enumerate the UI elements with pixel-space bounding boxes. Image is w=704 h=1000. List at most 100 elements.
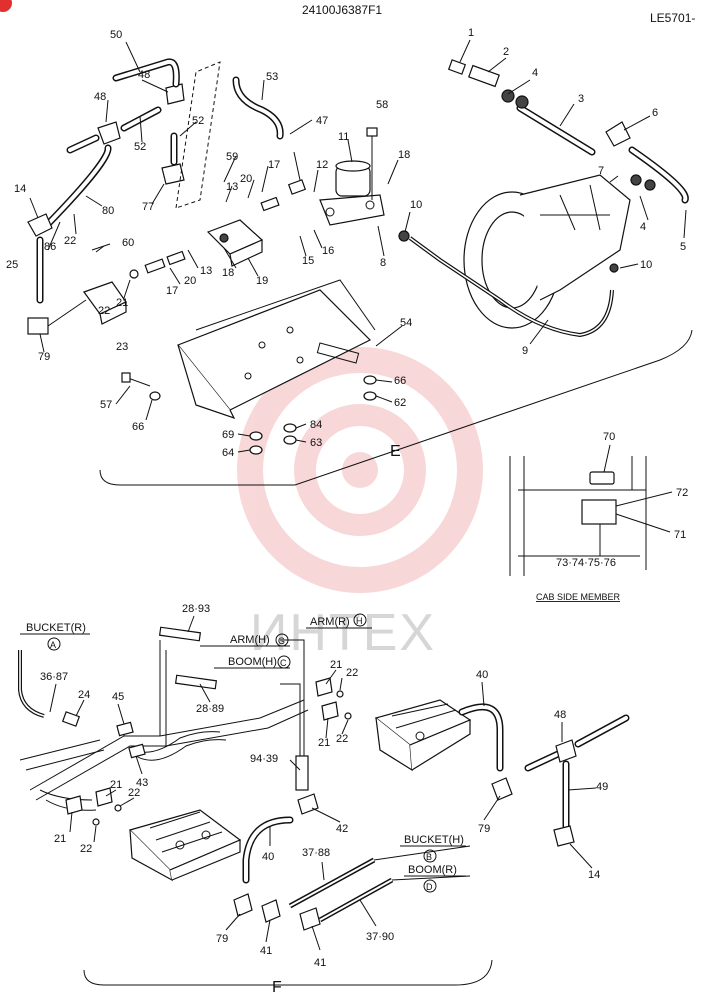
- svg-text:28·89: 28·89: [196, 703, 224, 715]
- svg-text:1: 1: [468, 27, 474, 39]
- svg-text:14: 14: [588, 869, 600, 881]
- svg-text:41: 41: [314, 957, 326, 969]
- svg-text:18: 18: [398, 149, 410, 161]
- tees-lower-right: [524, 714, 630, 847]
- svg-text:8: 8: [380, 257, 386, 269]
- svg-text:5: 5: [680, 241, 686, 253]
- valve-block-19: [206, 219, 264, 267]
- watermark-logo: [237, 347, 483, 593]
- bolt-58-head: [366, 127, 378, 137]
- svg-text:18: 18: [222, 267, 234, 279]
- svg-text:40: 40: [476, 669, 488, 681]
- svg-text:25: 25: [6, 259, 18, 271]
- svg-text:2: 2: [503, 46, 509, 58]
- svg-text:63: 63: [310, 437, 322, 449]
- part-number: 24100J6387F1: [302, 3, 382, 17]
- control-valve-left: [128, 809, 242, 882]
- section-f-bracket: [83, 959, 493, 986]
- svg-text:22: 22: [80, 843, 92, 855]
- svg-text:22: 22: [336, 733, 348, 745]
- svg-text:20: 20: [184, 275, 196, 287]
- svg-text:58: 58: [376, 99, 388, 111]
- svg-text:BOOM(H): BOOM(H): [228, 656, 277, 668]
- svg-text:17: 17: [268, 159, 280, 171]
- svg-text:11: 11: [338, 131, 349, 143]
- svg-text:C: C: [280, 658, 287, 668]
- pipes-28: [158, 626, 309, 791]
- hose-5: [605, 121, 689, 204]
- svg-text:52: 52: [134, 141, 146, 153]
- nuts-upper: [149, 375, 377, 455]
- svg-text:3: 3: [578, 93, 584, 105]
- fitting-10a: [398, 230, 410, 242]
- svg-text:72: 72: [676, 487, 688, 499]
- svg-text:45: 45: [112, 691, 124, 703]
- svg-text:4: 4: [532, 67, 538, 79]
- svg-text:17: 17: [166, 285, 178, 297]
- svg-text:37·90: 37·90: [366, 931, 394, 943]
- watermark-text: ИНТЕХ: [250, 604, 436, 662]
- bolt-57: [127, 377, 151, 387]
- bolt-57-head: [121, 372, 131, 383]
- svg-text:84: 84: [310, 419, 322, 431]
- hose-40-left: [233, 816, 294, 923]
- fitting-10b: [609, 263, 619, 273]
- fittings-17-21: [129, 179, 307, 279]
- svg-text:BUCKET(R): BUCKET(R): [26, 622, 86, 634]
- svg-text:52: 52: [192, 115, 204, 127]
- dashed-frame: [175, 61, 221, 209]
- svg-text:50: 50: [110, 29, 122, 41]
- svg-text:41: 41: [260, 945, 272, 957]
- hose-9-inner: [409, 237, 613, 336]
- hose-80: [27, 144, 112, 237]
- port-labels: BUCKET(R) A ARM(H) G BOOM(H) C ARM(R) H …: [20, 613, 466, 893]
- svg-text:42: 42: [336, 823, 348, 835]
- svg-text:H: H: [356, 616, 363, 626]
- svg-text:ARM(H): ARM(H): [230, 634, 270, 646]
- lower-labels: 28·93 28·89 36·87 24 45 21 22 43 21 22 2…: [40, 603, 608, 969]
- svg-text:21: 21: [318, 737, 330, 749]
- svg-text:66: 66: [394, 375, 406, 387]
- svg-text:G: G: [278, 636, 285, 646]
- corner-marker-icon: [0, 0, 12, 12]
- svg-text:19: 19: [256, 275, 268, 287]
- svg-text:6: 6: [652, 107, 658, 119]
- valve-23: [27, 281, 127, 335]
- svg-text:64: 64: [222, 447, 234, 459]
- svg-text:7: 7: [598, 165, 604, 177]
- svg-text:28·93: 28·93: [182, 603, 210, 615]
- section-f-label: F: [272, 979, 282, 996]
- svg-text:21: 21: [330, 659, 342, 671]
- section-e-bracket: [99, 329, 693, 486]
- hose-40-right: [458, 703, 513, 801]
- svg-text:22: 22: [346, 667, 358, 679]
- svg-text:D: D: [426, 882, 433, 892]
- svg-text:12: 12: [316, 159, 328, 171]
- svg-text:16: 16: [322, 245, 334, 257]
- hose-3: [516, 104, 596, 156]
- svg-text:48: 48: [94, 91, 106, 103]
- svg-text:23: 23: [116, 341, 128, 353]
- svg-text:79: 79: [216, 933, 228, 945]
- svg-text:53: 53: [266, 71, 278, 83]
- svg-text:94·39: 94·39: [250, 753, 278, 765]
- svg-text:80: 80: [102, 205, 114, 217]
- svg-text:49: 49: [596, 781, 608, 793]
- svg-text:86: 86: [44, 241, 56, 253]
- svg-text:59: 59: [226, 151, 238, 163]
- svg-text:79: 79: [38, 351, 50, 363]
- svg-text:47: 47: [316, 115, 328, 127]
- svg-text:77: 77: [142, 201, 154, 213]
- svg-text:62: 62: [394, 397, 406, 409]
- svg-text:66: 66: [132, 421, 144, 433]
- svg-text:ARM(R): ARM(R): [310, 616, 350, 628]
- svg-text:22: 22: [128, 787, 140, 799]
- svg-text:22: 22: [98, 305, 110, 317]
- svg-text:69: 69: [222, 429, 234, 441]
- inset-caption: CAB SIDE MEMBER: [536, 592, 621, 602]
- svg-text:48: 48: [138, 69, 150, 81]
- svg-text:A: A: [50, 640, 56, 650]
- inset-cab-side-member: 70 72 71 73·74·75·76 CAB SIDE MEMBER: [509, 431, 688, 602]
- svg-text:13: 13: [226, 181, 238, 193]
